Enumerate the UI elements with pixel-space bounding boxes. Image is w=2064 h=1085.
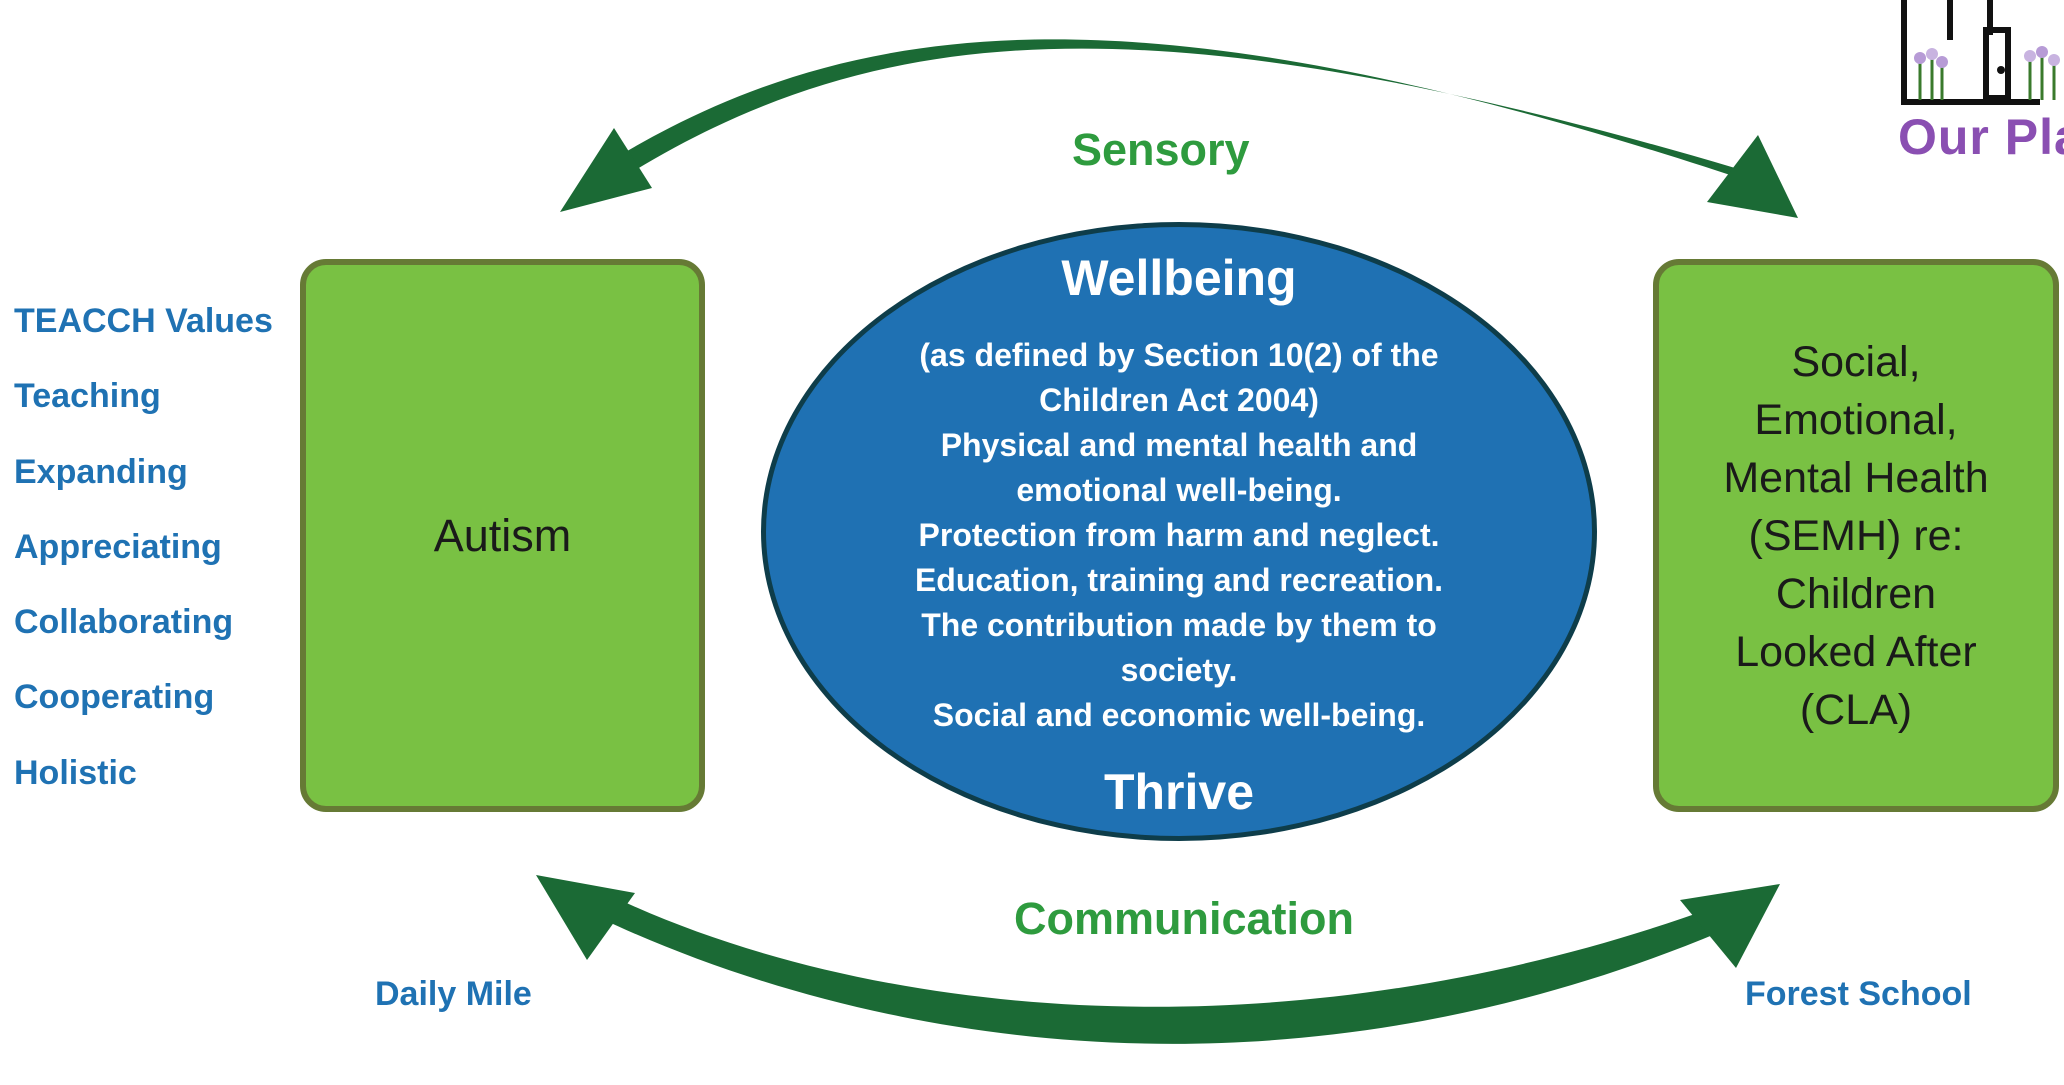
list-item: Cooperating [14, 678, 215, 717]
bottom-right-arrowhead [1680, 884, 1780, 968]
house-flowers-icon [1901, 0, 2060, 105]
wellbeing-line: emotional well-being. [1016, 472, 1342, 508]
list-item: Expanding [14, 452, 188, 491]
semh-box: Social, Emotional, Mental Health (SEMH) … [1653, 259, 2059, 812]
wellbeing-line: Children Act 2004) [1039, 382, 1319, 418]
thrive-label: Thrive [1103, 764, 1255, 820]
top-right-arrowhead [1707, 135, 1798, 218]
logo-text: Our Pla [1898, 109, 2064, 165]
list-item: Holistic [14, 753, 137, 792]
list-item: Teaching [14, 377, 161, 416]
list-item: TEACCH Values [14, 302, 273, 340]
wellbeing-line: (as defined by Section 10(2) of the [919, 337, 1439, 373]
wellbeing-line: society. [1120, 652, 1238, 688]
forest-school-label: Forest School [1745, 975, 1972, 1013]
our-place-logo: Our Pla [1890, 0, 2064, 170]
wellbeing-description: (as defined by Section 10(2) of the Chil… [826, 333, 1532, 738]
wellbeing-ellipse: Wellbeing (as defined by Section 10(2) o… [761, 222, 1597, 841]
wellbeing-line: Physical and mental health and [940, 427, 1418, 463]
daily-mile-label: Daily Mile [375, 975, 532, 1013]
bottom-arrow-shaft [600, 900, 1720, 1044]
wellbeing-title: Wellbeing [1061, 250, 1297, 306]
wellbeing-line: Protection from harm and neglect. [918, 517, 1440, 553]
wellbeing-line: Education, training and recreation. [914, 562, 1444, 598]
sensory-label: Sensory [1072, 124, 1250, 175]
wellbeing-line: The contribution made by them to [921, 607, 1437, 643]
bottom-left-arrowhead [536, 875, 635, 960]
teacch-values-list: TEACCH Values Teaching Expanding Appreci… [14, 296, 273, 823]
semh-label: Social, Emotional, Mental Health (SEMH) … [1723, 337, 1989, 734]
top-left-arrowhead [560, 128, 652, 212]
list-item: Collaborating [14, 603, 234, 642]
communication-label: Communication [1014, 893, 1355, 944]
wellbeing-line: Social and economic well-being. [932, 697, 1426, 733]
list-item: Appreciating [14, 527, 222, 566]
autism-label: Autism [433, 509, 572, 561]
autism-box: Autism [300, 259, 705, 812]
